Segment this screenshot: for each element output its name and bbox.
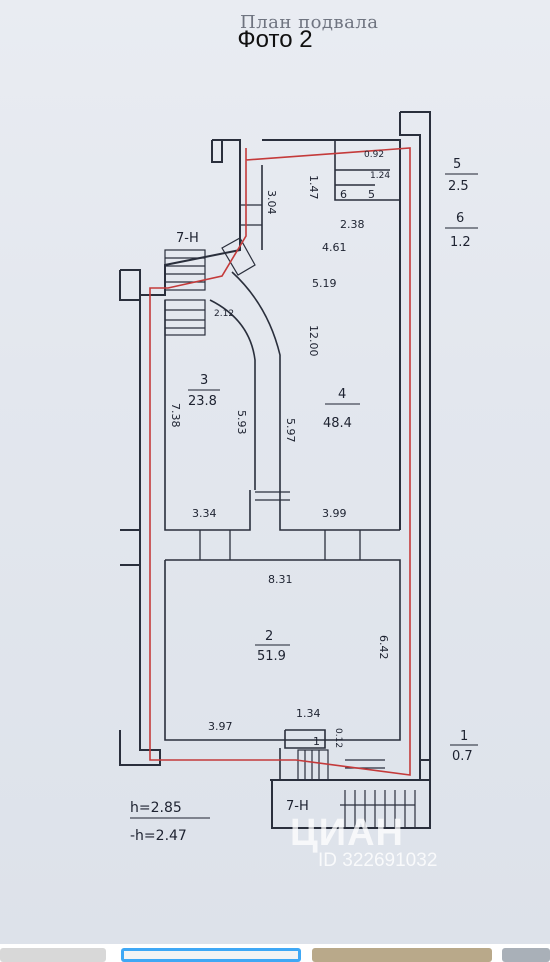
stair-label-top: 7-Н <box>176 231 199 246</box>
dim-3-34: 3.34 <box>192 507 217 520</box>
room-1-area: 0.7 <box>452 749 473 764</box>
stair-label-bottom: 7-Н <box>286 799 309 814</box>
dim-1-47: 1.47 <box>307 175 320 200</box>
interior-walls <box>164 140 401 780</box>
room-1-number: 1 <box>460 729 468 744</box>
dim-0-92: 0.92 <box>364 150 384 160</box>
thumbnail-1[interactable] <box>0 948 106 962</box>
dim-8-31: 8.31 <box>268 573 293 586</box>
photo-caption: Фото 2 <box>237 26 313 53</box>
room-4-area: 48.4 <box>323 416 352 431</box>
watermark-id: ID 322691032 <box>318 850 438 871</box>
room-5-number: 5 <box>453 157 461 172</box>
thumbnail-2-selected[interactable] <box>121 948 301 962</box>
room-5-area: 2.5 <box>448 179 469 194</box>
thumbnail-3[interactable] <box>312 948 492 962</box>
height-bottom: -h=2.47 <box>130 828 187 844</box>
room-2-area: 51.9 <box>257 649 286 664</box>
dim-1-34: 1.34 <box>296 707 321 720</box>
room-labels: 2 51.9 3 23.8 4 48.4 5 2.5 6 1.2 1 0.7 7… <box>176 157 478 814</box>
dim-0-12: 0.12 <box>333 728 343 748</box>
plan-title: План подвала <box>240 12 379 33</box>
small-room-5: 5 <box>368 188 375 201</box>
dim-5-93: 5.93 <box>235 410 248 435</box>
height-labels: h=2.85 -h=2.47 <box>130 800 210 844</box>
dim-5-97: 5.97 <box>284 418 297 443</box>
outer-walls <box>119 111 431 829</box>
watermark-brand: ЦИАН <box>290 812 404 854</box>
red-boundary-line <box>149 147 411 776</box>
passages <box>199 204 385 769</box>
dim-3-04: 3.04 <box>265 190 278 215</box>
dim-3-99: 3.99 <box>322 507 347 520</box>
dim-2-38: 2.38 <box>340 218 365 231</box>
room-3-number: 3 <box>200 373 208 388</box>
thumbnail-4[interactable] <box>502 948 550 962</box>
room-2-number: 2 <box>265 629 273 644</box>
small-room-6: 6 <box>340 188 347 201</box>
dim-5-19: 5.19 <box>312 277 337 290</box>
dim-4-61: 4.61 <box>322 241 347 254</box>
small-room-1: 1 <box>313 735 320 748</box>
dim-3-97: 3.97 <box>208 720 233 733</box>
dimension-labels: 3.04 1.47 0.92 1.24 2.38 4.61 5.19 2.12 … <box>169 150 390 748</box>
room-6-area: 1.2 <box>450 235 471 250</box>
dim-7-38: 7.38 <box>169 403 182 428</box>
dim-2-12: 2.12 <box>214 309 234 319</box>
dim-1-24: 1.24 <box>370 171 390 181</box>
room-6-number: 6 <box>456 211 464 226</box>
room-4-number: 4 <box>338 387 346 402</box>
thumbnail-strip[interactable] <box>0 946 550 962</box>
height-top: h=2.85 <box>130 800 182 816</box>
stairs-top <box>164 237 256 336</box>
dim-12-00: 12.00 <box>307 325 320 357</box>
dim-6-42: 6.42 <box>377 635 390 660</box>
room-3-area: 23.8 <box>188 394 217 409</box>
